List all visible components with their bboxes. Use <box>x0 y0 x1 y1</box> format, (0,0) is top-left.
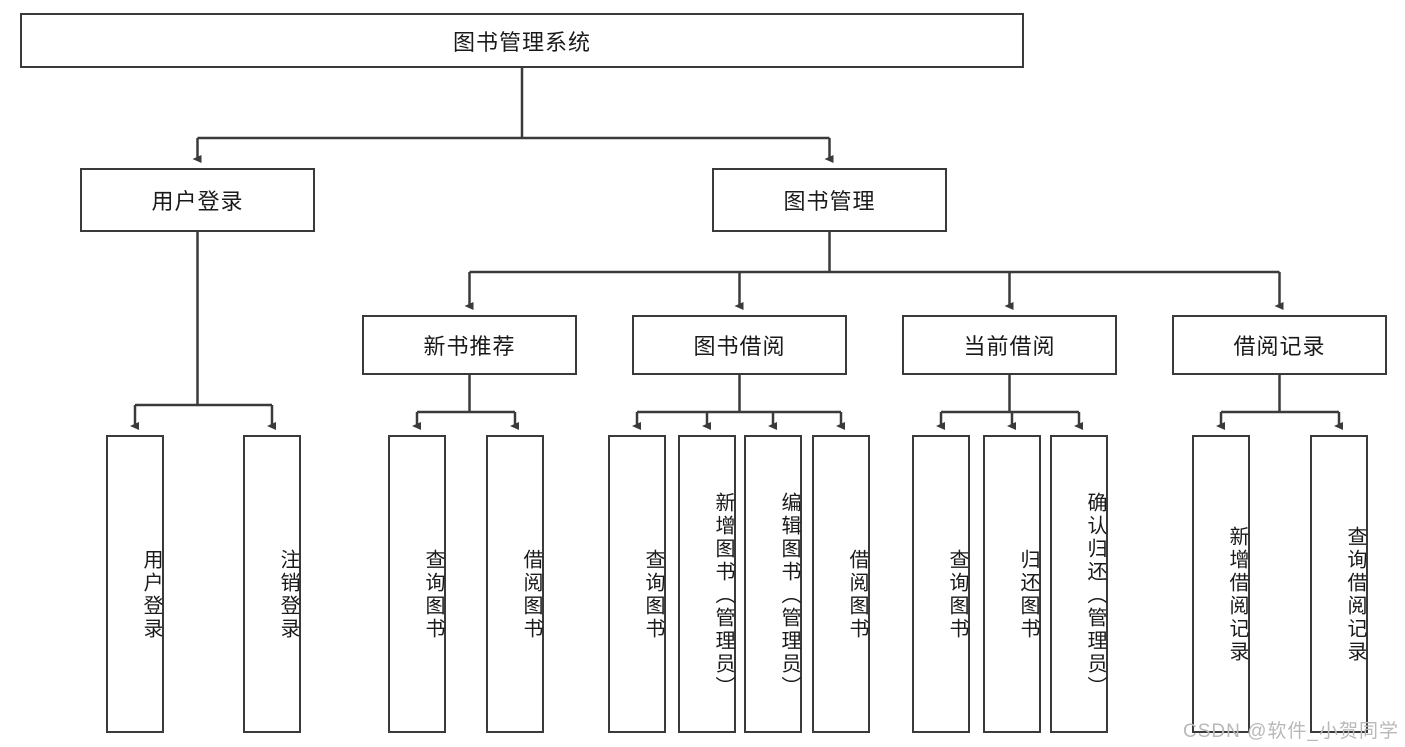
node-label: 图书借阅 <box>693 334 786 359</box>
node-label: 归还图书 <box>1017 549 1039 641</box>
node-label: 借阅图书 <box>520 549 542 641</box>
watermark: CSDN @软件_小贺同学 <box>1183 721 1399 742</box>
node-label: 当前借阅 <box>963 334 1056 359</box>
node-label: 用户登录 <box>140 549 162 641</box>
node-label: 借阅记录 <box>1233 334 1326 359</box>
node-leaf-9[interactable]: 归还图书 <box>983 435 1041 733</box>
node-label: 新增图书（管理员） <box>712 491 734 699</box>
node-root[interactable]: 图书管理系统 <box>20 13 1024 68</box>
node-label: 注销登录 <box>277 549 299 641</box>
node-leaf-6[interactable]: 编辑图书（管理员） <box>744 435 802 733</box>
node-label: 查询图书 <box>946 549 968 641</box>
node-label: 新增借阅记录 <box>1226 526 1248 664</box>
node-level3-0[interactable]: 新书推荐 <box>362 315 577 375</box>
node-leaf-10[interactable]: 确认归还（管理员） <box>1050 435 1108 733</box>
node-leaf-1[interactable]: 注销登录 <box>243 435 301 733</box>
node-label: 查询图书 <box>642 549 664 641</box>
node-label: 查询图书 <box>422 549 444 641</box>
node-leaf-7[interactable]: 借阅图书 <box>812 435 870 733</box>
node-label: 查询借阅记录 <box>1344 526 1366 664</box>
node-leaf-8[interactable]: 查询图书 <box>912 435 970 733</box>
node-label: 用户登录 <box>151 189 244 214</box>
node-level3-1[interactable]: 图书借阅 <box>632 315 847 375</box>
node-label: 确认归还（管理员） <box>1084 491 1106 699</box>
node-label: 借阅图书 <box>846 549 868 641</box>
node-level3-2[interactable]: 当前借阅 <box>902 315 1117 375</box>
node-label: 新书推荐 <box>423 334 516 359</box>
node-leaf-11[interactable]: 新增借阅记录 <box>1192 435 1250 733</box>
node-level2-0[interactable]: 用户登录 <box>80 168 315 232</box>
node-label: 编辑图书（管理员） <box>778 491 800 699</box>
node-leaf-12[interactable]: 查询借阅记录 <box>1310 435 1368 733</box>
node-label: 图书管理系统 <box>452 29 591 55</box>
node-leaf-0[interactable]: 用户登录 <box>106 435 164 733</box>
node-leaf-5[interactable]: 新增图书（管理员） <box>678 435 736 733</box>
node-leaf-2[interactable]: 查询图书 <box>388 435 446 733</box>
node-leaf-3[interactable]: 借阅图书 <box>486 435 544 733</box>
node-level3-3[interactable]: 借阅记录 <box>1172 315 1387 375</box>
node-label: 图书管理 <box>783 189 876 214</box>
node-level2-1[interactable]: 图书管理 <box>712 168 947 232</box>
node-leaf-4[interactable]: 查询图书 <box>608 435 666 733</box>
